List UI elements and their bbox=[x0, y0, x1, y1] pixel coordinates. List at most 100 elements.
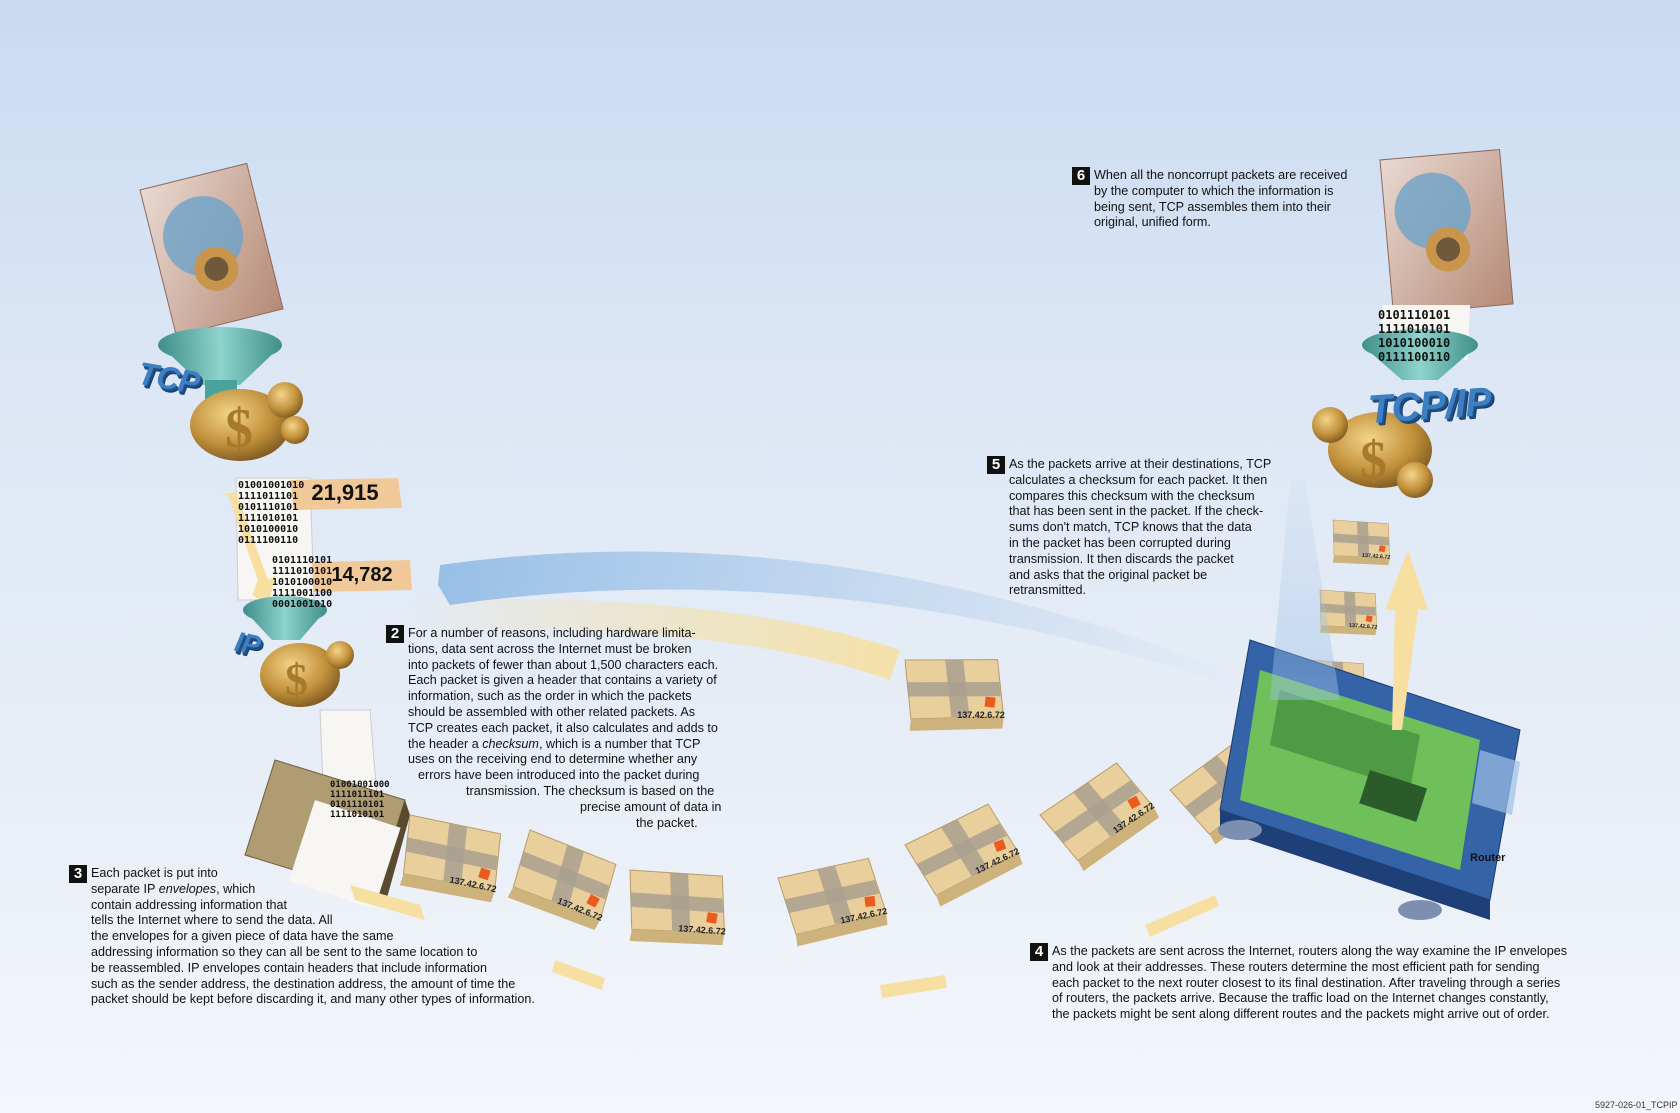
yellow-arc-arrow bbox=[400, 598, 900, 680]
step-text-line: and asks that the original packet be bbox=[1009, 567, 1208, 582]
ip-packet: 137.42.6.72 bbox=[897, 649, 1010, 741]
ip-packet: 137.42.6.72 bbox=[617, 859, 735, 958]
step-text-line: When all the noncorrupt packets are rece… bbox=[1094, 168, 1348, 182]
step-text-line: by the computer to which the information… bbox=[1094, 183, 1334, 198]
step-number-badge: 4 bbox=[1030, 943, 1048, 961]
ip-packet: 137.42.6.72 bbox=[1034, 756, 1166, 878]
binary-line: 0001001010 bbox=[272, 599, 333, 610]
binary-line: 0101110101 bbox=[1378, 308, 1451, 322]
destination-photo bbox=[1379, 148, 1514, 315]
step-text-line: transmission. The checksum is based on t… bbox=[466, 783, 715, 798]
ip-packet: 137.42.6.72 bbox=[901, 799, 1028, 912]
yellow-down-arrow bbox=[220, 492, 276, 605]
figure-code: 5927-026-01_TCPIP bbox=[1595, 1100, 1678, 1110]
svg-text:$: $ bbox=[1360, 430, 1387, 490]
tcpip-label: TCP/IP bbox=[1366, 379, 1493, 433]
binary-line: 1010100010 bbox=[1378, 336, 1451, 350]
svg-text:$: $ bbox=[285, 654, 308, 705]
binary-line: 1010100010 bbox=[272, 577, 333, 588]
step-text-line: transmission. It then discards the packe… bbox=[1009, 551, 1234, 566]
count-tag-2 bbox=[312, 560, 412, 592]
step-text-line: errors have been introduced into the pac… bbox=[418, 768, 700, 783]
step-text-line: be reassembled. IP envelopes contain hea… bbox=[91, 960, 488, 975]
binary-line: 01001001010 bbox=[238, 480, 305, 491]
binary-line: 1111010101 bbox=[1378, 322, 1451, 336]
yellow-small-arrow bbox=[350, 885, 425, 920]
step-text-line: tions, data sent across the Internet mus… bbox=[408, 641, 692, 656]
packet-address-label: 137.42.6.72 bbox=[678, 923, 726, 936]
step-number-badge: 5 bbox=[987, 456, 1005, 474]
binary-line: 0111100110 bbox=[1378, 350, 1451, 364]
source-photo bbox=[139, 162, 284, 337]
step-text-line: of routers, the packets arrive. Because … bbox=[1052, 991, 1549, 1006]
step-text-line: into packets of fewer than about 1,500 c… bbox=[408, 657, 719, 672]
step-text-line: such as the sender address, the destinat… bbox=[91, 976, 516, 991]
binary-line: 1111010101 bbox=[272, 566, 333, 577]
step-5-text: 5 As the packets arrive at their destinat… bbox=[987, 456, 1272, 599]
packet-address-label: 137.42.6.72 bbox=[1349, 623, 1378, 631]
step-text-line: Each packet is given a header that conta… bbox=[408, 673, 717, 688]
step-text-line: separate IP envelopes, which bbox=[91, 881, 256, 896]
binary-line: 0101110101 bbox=[330, 800, 385, 810]
step-text-line: packet should be kept before discarding … bbox=[91, 992, 535, 1007]
step-text-line: addressing information so they can all b… bbox=[91, 944, 478, 959]
packet-address-label: 137.42.6.72 bbox=[1362, 553, 1391, 561]
ip-packet: 137.42.6.72 bbox=[387, 804, 513, 915]
count-tag-1 bbox=[290, 478, 402, 510]
binary-line: 1111010101 bbox=[330, 810, 385, 820]
binary-line: 0101110101 bbox=[272, 555, 333, 566]
binary-line: 1111010101 bbox=[238, 513, 299, 524]
step-text-line: and look at their addresses. These route… bbox=[1052, 959, 1540, 974]
step-text-line: TCP creates each packet, it also calcula… bbox=[408, 720, 718, 735]
step-text-line: As the packets are sent across the Inter… bbox=[1052, 944, 1568, 958]
step-text-line: should be assembled with other related p… bbox=[408, 704, 696, 719]
tcp-gears: $ bbox=[190, 382, 309, 461]
step-text-line: information, such as the order in which … bbox=[408, 689, 692, 704]
yellow-small-arrow bbox=[880, 975, 947, 998]
binary-line: 1111011101 bbox=[238, 491, 299, 502]
step-text-line: in the packet has been corrupted during bbox=[1009, 535, 1231, 550]
step-text-line: compares this checksum with the checksum bbox=[1009, 488, 1255, 503]
ip-envelope bbox=[244, 759, 410, 909]
step-text-line: uses on the receiving end to determine w… bbox=[408, 752, 698, 767]
step-text-line: the packet. bbox=[636, 815, 698, 830]
step-text-line: that has been sent in the packet. If the… bbox=[1009, 504, 1264, 519]
step-text-line: the header a checksum, which is a number… bbox=[408, 736, 701, 751]
packet-address-label: 137.42.6.72 bbox=[957, 710, 1005, 720]
count-label-1: 21,915 bbox=[311, 480, 379, 505]
binary-line: 1010100010 bbox=[238, 524, 299, 535]
step-text-line: retransmitted. bbox=[1009, 583, 1086, 598]
router-label: Router bbox=[1470, 852, 1506, 864]
step-text-line: precise amount of data in bbox=[580, 799, 722, 814]
router bbox=[1218, 639, 1521, 920]
step-text-line: contain addressing information that bbox=[91, 897, 288, 912]
tcpip-funnel bbox=[1362, 329, 1478, 380]
blue-beam bbox=[1270, 480, 1340, 700]
step-text-line: For a number of reasons, including hardw… bbox=[408, 626, 696, 640]
yellow-small-arrow bbox=[552, 960, 605, 990]
step-text-line: calculates a checksum for each packet. I… bbox=[1009, 472, 1268, 487]
ip-packet: 137.42.6.72 bbox=[1325, 513, 1396, 573]
step-text-line: the packets might be sent along differen… bbox=[1052, 1007, 1550, 1022]
step-text-line: each packet to the next router closest t… bbox=[1052, 975, 1561, 990]
tcpip-gears: $ bbox=[1312, 407, 1433, 498]
step-number-badge: 3 bbox=[69, 865, 87, 883]
binary-line: 1111011101 bbox=[330, 790, 385, 800]
ip-packet: 137.42.6.72 bbox=[1312, 583, 1383, 643]
svg-text:$: $ bbox=[225, 398, 253, 460]
ip-packet: 137.42.6.72 bbox=[776, 856, 890, 949]
binary-line: 01001001000 bbox=[330, 780, 390, 790]
step-text-line: original, unified form. bbox=[1094, 215, 1211, 230]
step-text-line: sums don't match, TCP knows that the dat… bbox=[1009, 520, 1252, 535]
count-label-2: 14,782 bbox=[331, 564, 393, 586]
step-text-line: As the packets arrive at their destinati… bbox=[1009, 457, 1272, 471]
